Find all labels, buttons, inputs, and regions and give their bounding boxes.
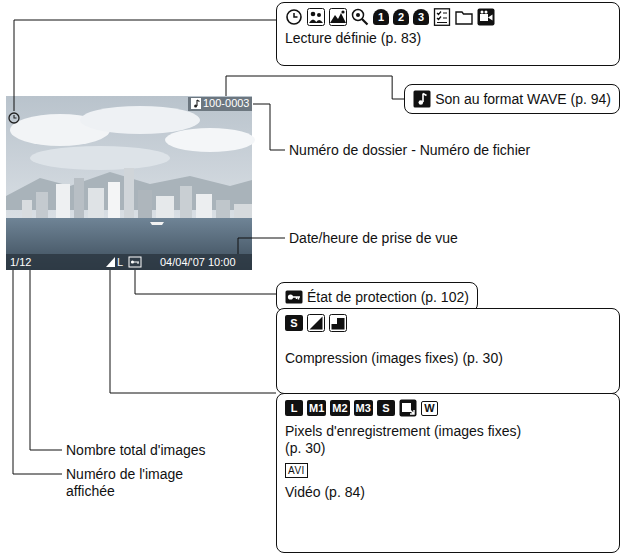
- leader-line: [13, 270, 62, 474]
- key-icon: [285, 288, 303, 306]
- mode-icon: 2: [393, 9, 409, 25]
- file-number: 100-0003: [203, 97, 250, 110]
- people-icon: [307, 8, 325, 26]
- leader-line: [238, 238, 285, 254]
- tri2-icon: [329, 314, 347, 332]
- callout-row: 123: [285, 8, 611, 26]
- callout-row: AVI: [285, 463, 611, 478]
- callout-box: Son au format WAVE (p. 94): [404, 84, 620, 114]
- callout-text: Vidéo (p. 84): [285, 484, 365, 501]
- leader-line: [226, 76, 404, 99]
- callout-text: Compression (images fixes) (p. 30): [285, 350, 503, 367]
- leader-line: [253, 104, 285, 150]
- list-icon: [433, 8, 451, 26]
- callout-label: Numéro de l'image affichée: [65, 466, 207, 500]
- callout-row: Compression (images fixes) (p. 30): [285, 350, 611, 367]
- lcd-photo: [6, 96, 255, 270]
- tri1-icon: [307, 314, 325, 332]
- mode-icon: AVI: [285, 463, 308, 478]
- callout-text: Lecture définie (p. 83): [285, 30, 421, 47]
- callout-box: S Compression (images fixes) (p. 30): [276, 308, 620, 394]
- callout-label: Numéro de dossier - Numéro de fichier: [288, 142, 531, 159]
- flower-icon: [351, 8, 369, 26]
- callout-text: État de protection (p. 102): [307, 289, 469, 306]
- mode-icon: 1: [373, 9, 389, 25]
- folder-icon: [455, 8, 473, 26]
- date-time: 04/04/'07 10:00: [160, 256, 236, 269]
- callout-row: Pixels d'enregistrement (images fixes) (…: [285, 423, 611, 457]
- note-icon: [413, 90, 431, 108]
- callout-row: LM1M2 M3S W: [285, 399, 611, 417]
- callout-row: Son au format WAVE (p. 94): [413, 90, 611, 108]
- mode-icon: S: [285, 315, 303, 331]
- film-icon: [477, 8, 495, 26]
- callout-label: Nombre total d'images: [65, 442, 207, 459]
- callout-box: 123Lecture définie (p. 83): [276, 2, 620, 66]
- mode-icon: L: [285, 400, 303, 416]
- landscape-icon: [329, 8, 347, 26]
- leader-line: [30, 270, 62, 450]
- callout-text: Son au format WAVE (p. 94): [435, 91, 611, 108]
- callout-box: LM1M2 M3S W Pixels d'enregistrement (images…: [276, 393, 620, 553]
- resolution-mark: L: [117, 256, 123, 269]
- mode-icon: M1: [307, 400, 326, 416]
- mode-icon: 3: [413, 9, 429, 25]
- callout-text: Pixels d'enregistrement (images fixes) (…: [285, 423, 535, 457]
- clock-icon: [285, 8, 303, 26]
- mode-icon: W: [421, 401, 438, 416]
- leader-lines: [13, 20, 285, 474]
- callout-row: S: [285, 314, 611, 332]
- mode-icon: S: [377, 400, 395, 416]
- mode-icon: M2: [330, 400, 349, 416]
- leader-line: [110, 270, 276, 393]
- post-icon: [399, 399, 417, 417]
- image-counter: 1/12: [10, 256, 31, 269]
- callout-label: Date/heure de prise de vue: [288, 230, 459, 247]
- callout-row: Lecture définie (p. 83): [285, 30, 611, 47]
- leader-line: [14, 20, 276, 111]
- mode-icon: M3: [354, 400, 373, 416]
- leader-line: [135, 270, 276, 294]
- callout-row: État de protection (p. 102): [285, 288, 469, 306]
- callout-row: Vidéo (p. 84): [285, 484, 611, 501]
